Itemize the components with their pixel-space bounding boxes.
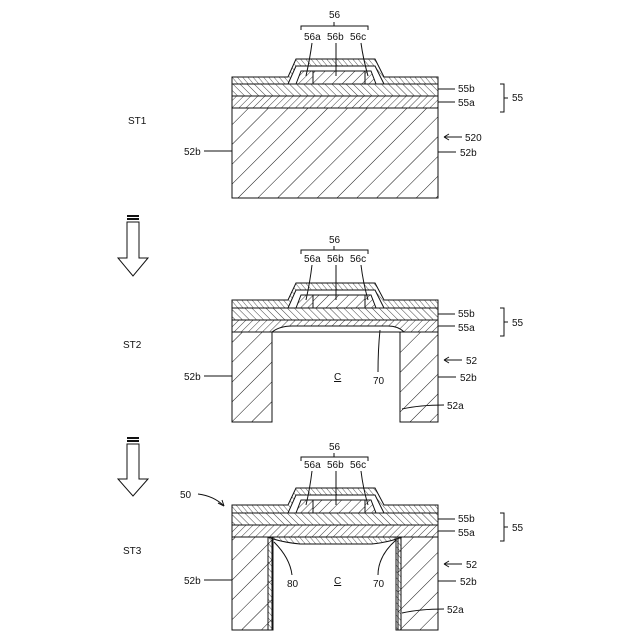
leader-70 (378, 540, 396, 575)
label-56a: 56a (304, 254, 321, 265)
step-label: ST2 (123, 340, 142, 351)
brace-55 (500, 308, 508, 336)
step-st3: ST3 50 56 56a 56b 56c 55b 55a 55 52 (123, 442, 524, 630)
electrode-56c (365, 295, 376, 308)
substrate-520 (232, 108, 438, 198)
layer-55a (232, 525, 438, 537)
label-56b: 56b (327, 460, 344, 471)
substrate-leg-right (398, 537, 438, 630)
label-56a: 56a (304, 460, 321, 471)
step-st2: ST2 56 56a 56b 56c 55b 55a 55 52 52b 52b (123, 235, 524, 422)
layer-55b (232, 513, 438, 525)
electrode-56a (296, 295, 313, 308)
label-56c: 56c (350, 254, 366, 265)
label-52b-right: 52b (460, 373, 477, 384)
process-arrow-2 (118, 437, 148, 496)
label-55b: 55b (458, 514, 475, 525)
brace-56 (301, 246, 368, 254)
label-70: 70 (373, 579, 385, 590)
label-80: 80 (287, 579, 299, 590)
substrate-leg-left (232, 537, 272, 630)
step-label: ST1 (128, 116, 147, 127)
label-55: 55 (512, 318, 524, 329)
label-56: 56 (329, 442, 341, 453)
electrode-56c (365, 71, 376, 84)
brace-55 (500, 84, 508, 112)
label-52b-left: 52b (184, 147, 201, 158)
electrode-56a (296, 71, 313, 84)
label-52: 52 (466, 356, 478, 367)
undercut-70 (272, 326, 404, 332)
electrode-56b (313, 295, 365, 308)
label-55a: 55a (458, 323, 475, 334)
cavity-label: C (334, 576, 341, 587)
cavity-label: C (334, 372, 341, 383)
bottom-film-80 (268, 537, 402, 544)
layer-55b (232, 84, 438, 96)
label-55b: 55b (458, 309, 475, 320)
label-55: 55 (512, 93, 524, 104)
step-st1: ST1 56 56a 56b 56c 55b 55a 55 520 52b 52… (128, 10, 524, 198)
label-56a: 56a (304, 32, 321, 43)
label-55a: 55a (458, 528, 475, 539)
label-52a: 52a (447, 401, 464, 412)
label-55a: 55a (458, 98, 475, 109)
label-56: 56 (329, 10, 341, 21)
label-52b-left: 52b (184, 372, 201, 383)
electrode-56b (313, 71, 365, 84)
label-56c: 56c (350, 32, 366, 43)
label-520: 520 (465, 133, 482, 144)
label-55b: 55b (458, 84, 475, 95)
label-56: 56 (329, 235, 341, 246)
leader-80 (274, 542, 292, 575)
label-56c: 56c (350, 460, 366, 471)
brace-56 (301, 22, 368, 30)
electrode-56a (296, 500, 313, 513)
label-52b-right: 52b (460, 577, 477, 588)
step-label: ST3 (123, 546, 142, 557)
label-52a: 52a (447, 605, 464, 616)
label-52b-left: 52b (184, 576, 201, 587)
layer-55a (232, 96, 438, 108)
label-52b-right: 52b (460, 148, 477, 159)
layer-55b (232, 308, 438, 320)
arrow-52 (444, 561, 462, 567)
process-arrow-1 (118, 215, 148, 276)
substrate-leg-left (232, 332, 272, 422)
sidewall-film-right (396, 537, 401, 630)
leader-70 (378, 330, 380, 372)
sidewall-film-left (268, 537, 273, 630)
label-70: 70 (373, 376, 385, 387)
arrow-52 (444, 357, 462, 363)
label-52: 52 (466, 560, 478, 571)
label-56b: 56b (327, 32, 344, 43)
brace-55 (500, 513, 508, 541)
label-55: 55 (512, 523, 524, 534)
electrode-56b (313, 500, 365, 513)
label-50: 50 (180, 490, 192, 501)
arrow-520 (444, 134, 462, 140)
label-56b: 56b (327, 254, 344, 265)
